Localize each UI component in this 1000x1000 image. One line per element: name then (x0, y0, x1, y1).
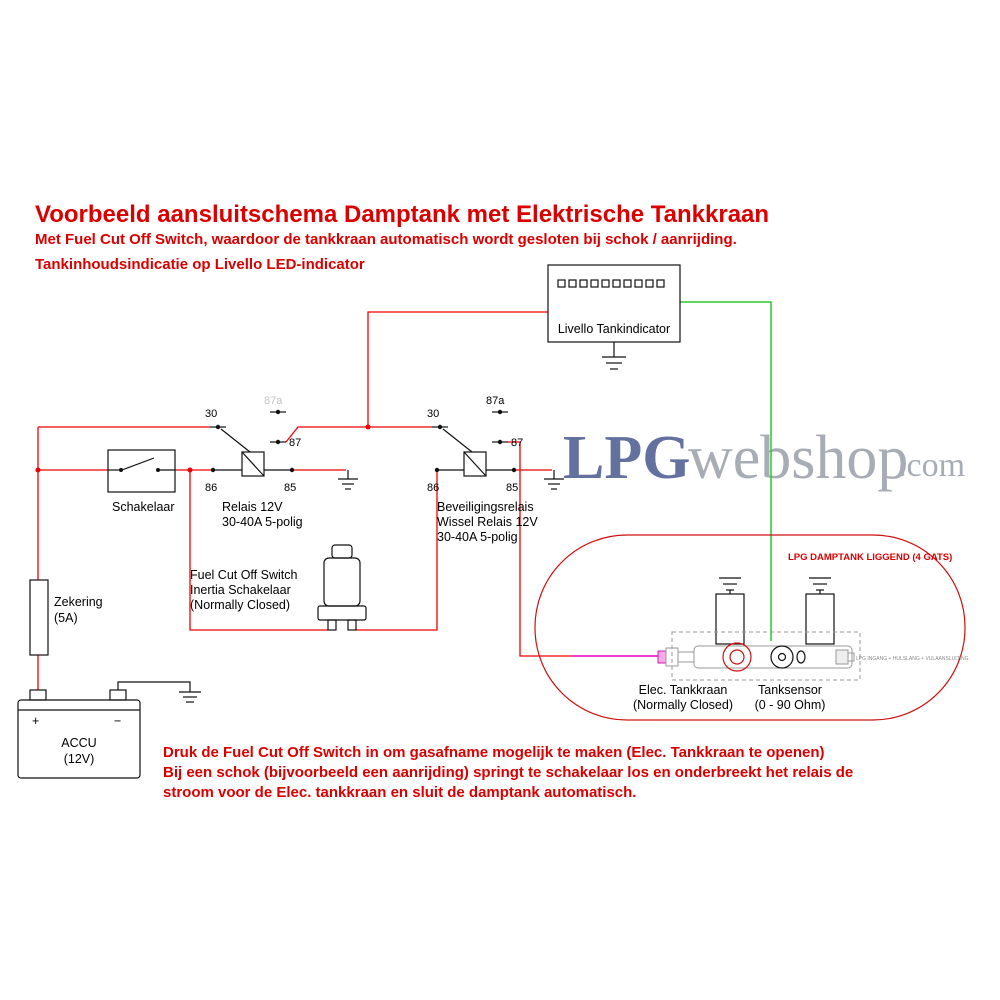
footer-line-1: Druk de Fuel Cut Off Switch in om gasafn… (163, 744, 825, 761)
zekering-body (29, 579, 49, 656)
zekering-label-1: Zekering (54, 595, 103, 609)
relay2-caption-3: 30-40A 5-polig (437, 530, 518, 544)
inertia-switch-base (317, 605, 367, 621)
schakelaar-label: Schakelaar (112, 500, 175, 514)
wire-relay1-87-to-relay2-30 (285, 426, 432, 443)
accu-terminal-positive (29, 689, 47, 701)
page-subtitle-2: Tankinhoudsindicatie op Livello LED-indi… (35, 256, 365, 273)
tank-outline (534, 534, 966, 721)
relay1-caption-2: 30-40A 5-polig (222, 515, 303, 529)
filling-connector (835, 649, 855, 665)
lpgwebshop-watermark: LPG webshop .com (563, 424, 965, 492)
ground-symbol-livello (602, 342, 626, 370)
relay2-caption-2: Wissel Relais 12V (437, 515, 538, 529)
ground-symbol-battery (117, 681, 201, 703)
tanksensor-label-1: Tanksensor (758, 683, 822, 697)
ground-symbol-relay2 (544, 470, 564, 490)
red-wires (35, 311, 572, 690)
tank-fitting-right (805, 577, 835, 645)
relay1-terminal-30: 30 (205, 408, 217, 420)
livello-label: Livello Tankindicator (558, 322, 670, 336)
page-subtitle-1: Met Fuel Cut Off Switch, waardoor de tan… (35, 231, 737, 248)
fuel-cutoff-label-2: Inertia Schakelaar (190, 583, 291, 597)
accu-body (17, 699, 141, 779)
schakelaar-box (107, 449, 176, 493)
ground-symbol-relay1 (338, 470, 358, 490)
accu-label-1: ACCU (61, 736, 96, 750)
watermark-lpg: LPG (563, 424, 690, 492)
fitting-note: LPG INGANG + HULSLANG + VULAANSLUITING (856, 656, 969, 662)
inertia-switch-body (323, 557, 361, 607)
relay2-caption-1: Beveiligingsrelais (437, 500, 534, 514)
relay2-terminal-87: 87 (511, 437, 523, 449)
relay1-terminal-87: 87 (289, 437, 301, 449)
wire-to-livello (367, 311, 548, 427)
tankkraan-label-2: (Normally Closed) (633, 698, 733, 712)
relay1-terminal-86: 86 (205, 482, 217, 494)
tankkraan-label-1: Elec. Tankkraan (639, 683, 728, 697)
footer-line-2: Bij een schok (bijvoorbeeld een aanrijdi… (163, 764, 853, 781)
zekering-fuse: Zekering (5A) (29, 579, 103, 656)
valve-inlet-connector (657, 647, 695, 667)
lpg-tank: LPG DAMPTANK LIGGEND (4 GATS) (534, 534, 969, 721)
page-title: Voorbeeld aansluitschema Damptank met El… (35, 201, 769, 228)
footer-line-3: stroom voor de Elec. tankkraan en sluit … (163, 784, 636, 801)
relay1-terminal-85: 85 (284, 482, 296, 494)
wire-green-livello-to-sensor (680, 301, 772, 641)
multivalve-plate (693, 645, 853, 669)
livello-led-row (557, 279, 665, 288)
valve-assembly-dashed-box (671, 631, 861, 681)
relay1: 30 87a 87 86 85 Relais 12V 30-40A 5-poli… (205, 395, 358, 529)
watermark-webshop: webshop (688, 424, 908, 492)
inertia-switch-cap (331, 544, 353, 559)
accu-battery: + − ACCU (12V) (17, 681, 201, 779)
inertia-switch: Fuel Cut Off Switch Inertia Schakelaar (… (190, 544, 367, 631)
relay2: 30 87a 87 86 85 Beveiligingsrelais Wisse… (427, 395, 564, 544)
livello-indicator: Livello Tankindicator (547, 264, 681, 370)
junction-dot (187, 467, 193, 473)
zekering-label-2: (5A) (54, 611, 78, 625)
relay2-terminal-86: 86 (427, 482, 439, 494)
tank-fitting-left (715, 577, 745, 645)
elec-tankkraan-valve (722, 642, 752, 672)
tanksensor-dial (770, 645, 806, 669)
tanksensor-label-2: (0 - 90 Ohm) (755, 698, 826, 712)
wire-to-inertia-switch-left (189, 470, 328, 631)
junction-dot (365, 424, 371, 430)
relay1-terminal-87a: 87a (264, 395, 283, 407)
accu-terminal-negative (109, 689, 127, 701)
relay2-terminal-30: 30 (427, 408, 439, 420)
wire-relay2-87-to-valve (508, 441, 572, 657)
junction-dot (35, 467, 41, 473)
accu-label-2: (12V) (64, 752, 95, 766)
relay2-terminal-87a: 87a (486, 395, 505, 407)
relay1-caption-1: Relais 12V (222, 500, 283, 514)
accu-plus-sign: + (32, 714, 39, 728)
relay2-terminal-85: 85 (506, 482, 518, 494)
fuel-cutoff-label-1: Fuel Cut Off Switch (190, 568, 297, 582)
schakelaar-switch: Schakelaar (107, 449, 176, 514)
tank-label: LPG DAMPTANK LIGGEND (4 GATS) (788, 552, 952, 563)
accu-minus-sign: − (114, 714, 121, 728)
fuel-cutoff-label-3: (Normally Closed) (190, 598, 290, 612)
wire-inertia-switch-to-relay2-86 (356, 472, 438, 631)
watermark-dotcom: .com (898, 447, 965, 484)
footer-note: Druk de Fuel Cut Off Switch in om gasafn… (163, 744, 853, 801)
